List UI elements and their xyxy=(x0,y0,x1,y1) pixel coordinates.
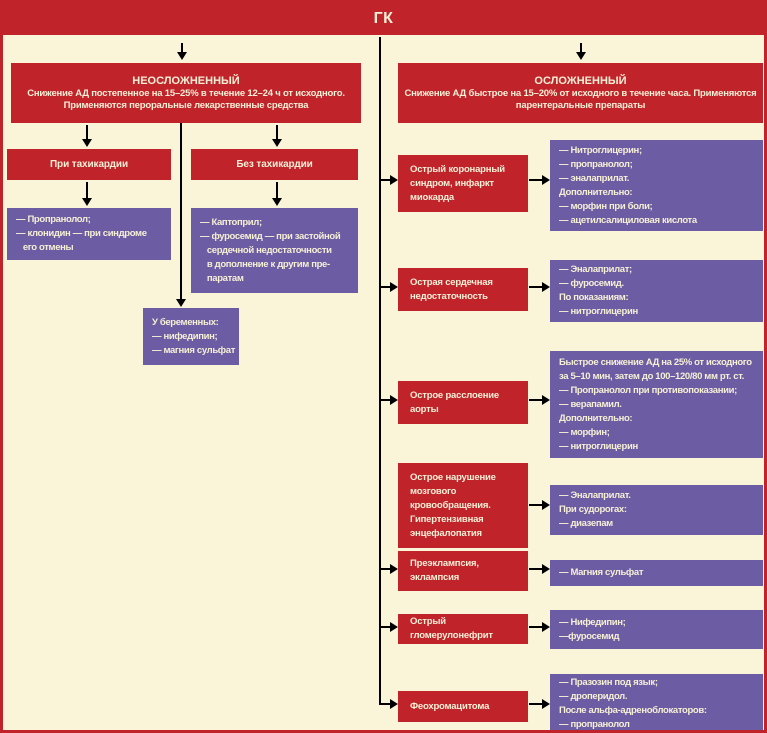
root-node-gk: ГК xyxy=(3,3,764,35)
treatment-text: — Нитроглицерин; — пропранолол; — эналап… xyxy=(559,144,697,226)
treatment-box-acs: — Нитроглицерин; — пропранолол; — эналап… xyxy=(550,140,763,231)
root-title: ГК xyxy=(373,10,394,27)
connector-row4 xyxy=(529,500,550,510)
no-tachycardia-box: Без тахикардии xyxy=(191,149,358,180)
connector-complicated-trunk xyxy=(379,37,381,705)
uncomplicated-subtitle: Снижение АД постепенное на 15–25% в тече… xyxy=(27,88,345,111)
treatment-text: — Магния сульфат xyxy=(559,567,644,578)
tachycardia-drugs-box: — Пропранолол; — клонидин — при синдроме… xyxy=(7,208,171,260)
treatment-text: — Эналаприлат. При судорогах: — диазепам xyxy=(559,490,631,529)
connector-row1 xyxy=(529,175,550,185)
condition-label: Острая сердечная недостаточность xyxy=(410,276,493,302)
treatment-text: — Нифедипин; —фуросемид xyxy=(559,616,626,642)
complicated-title: ОСЛОЖНЕННЫЙ xyxy=(534,75,627,87)
condition-box-glomerulonephritis: Острый гломерулонефрит xyxy=(398,614,528,644)
connector-row2 xyxy=(529,282,550,292)
treatment-box-eclampsia: — Магния сульфат xyxy=(550,560,763,586)
condition-label: Острый гломерулонефрит xyxy=(410,616,493,641)
connector-trunk-row2 xyxy=(380,282,398,292)
condition-label: Острое нарушение мозгового кровообращени… xyxy=(410,471,496,539)
treatment-box-pheochromocytoma: — Празозин под язык; — дроперидол. После… xyxy=(550,674,763,730)
condition-box-acs: Острый коронарный синдром, инфаркт миока… xyxy=(398,155,528,212)
treatment-box-glomerulonephritis: — Нифедипин; —фуросемид xyxy=(550,610,763,649)
connector-no-tachycardia-to-drugs xyxy=(272,182,282,206)
connector-row5 xyxy=(529,564,550,574)
treatment-box-aortic-dissection: Быстрое снижение АД на 25% от исходного … xyxy=(550,351,763,458)
connector-root-to-uncomplicated xyxy=(177,43,187,60)
treatment-box-stroke-encephalopathy: — Эналаприлат. При судорогах: — диазепам xyxy=(550,485,763,535)
condition-label: Острый коронарный синдром, инфаркт миока… xyxy=(410,163,505,203)
connector-trunk-row6 xyxy=(380,622,398,632)
tachycardia-drugs: — Пропранолол; — клонидин — при синдроме… xyxy=(16,214,147,253)
tachycardia-label: При тахикардии xyxy=(49,159,129,170)
condition-label: Острое расслоение аорты xyxy=(410,389,499,415)
condition-box-heart-failure: Острая сердечная недостаточность xyxy=(398,268,528,311)
condition-box-aortic-dissection: Острое расслоение аорты xyxy=(398,381,528,424)
condition-box-eclampsia: Преэклампсия, эклампсия xyxy=(398,551,528,591)
connector-row3 xyxy=(529,395,550,405)
connector-trunk-row5 xyxy=(380,564,398,574)
treatment-text: — Эналаприлат; — фуросемид. По показания… xyxy=(559,264,638,317)
pregnant-drugs: У беременных: — нифедипин; — магния суль… xyxy=(152,316,236,356)
pregnant-box: У беременных: — нифедипин; — магния суль… xyxy=(143,308,239,365)
connector-row6 xyxy=(529,622,550,632)
no-tachycardia-drugs: — Каптоприл; — фуросемид — при застойной… xyxy=(200,216,341,284)
uncomplicated-title: НЕОСЛОЖНЕННЫЙ xyxy=(132,75,240,87)
no-tachycardia-label: Без тахикардии xyxy=(236,159,313,170)
condition-box-stroke-encephalopathy: Острое нарушение мозгового кровообращени… xyxy=(398,463,528,548)
treatment-text: Быстрое снижение АД на 25% от исходного … xyxy=(559,356,752,452)
condition-box-pheochromocytoma: Феохромацитома xyxy=(398,691,528,722)
connector-header-to-no-tachycardia xyxy=(272,125,282,147)
connector-trunk-row1 xyxy=(380,175,398,185)
complicated-subtitle: Снижение АД быстрое на 15–20% от исходно… xyxy=(404,88,757,111)
connector-trunk-row7 xyxy=(380,699,398,709)
connector-root-to-complicated xyxy=(576,43,586,60)
connector-header-to-tachycardia xyxy=(82,125,92,147)
uncomplicated-header: НЕОСЛОЖНЕННЫЙ Снижение АД постепенное на… xyxy=(11,63,361,123)
treatment-text: — Празозин под язык; — дроперидол. После… xyxy=(559,676,707,730)
condition-label: Феохромацитома xyxy=(410,700,490,712)
tachycardia-box: При тахикардии xyxy=(7,149,171,180)
connector-trunk-row3 xyxy=(380,395,398,405)
connector-tachycardia-to-drugs xyxy=(82,182,92,206)
complicated-header: ОСЛОЖНЕННЫЙ Снижение АД быстрое на 15–20… xyxy=(398,63,763,123)
no-tachycardia-drugs-box: — Каптоприл; — фуросемид — при застойной… xyxy=(191,208,358,293)
treatment-box-heart-failure: — Эналаприлат; — фуросемид. По показания… xyxy=(550,260,763,322)
connector-row7 xyxy=(529,699,550,709)
condition-label: Преэклампсия, эклампсия xyxy=(410,558,479,583)
connector-header-to-pregnant xyxy=(176,123,186,307)
